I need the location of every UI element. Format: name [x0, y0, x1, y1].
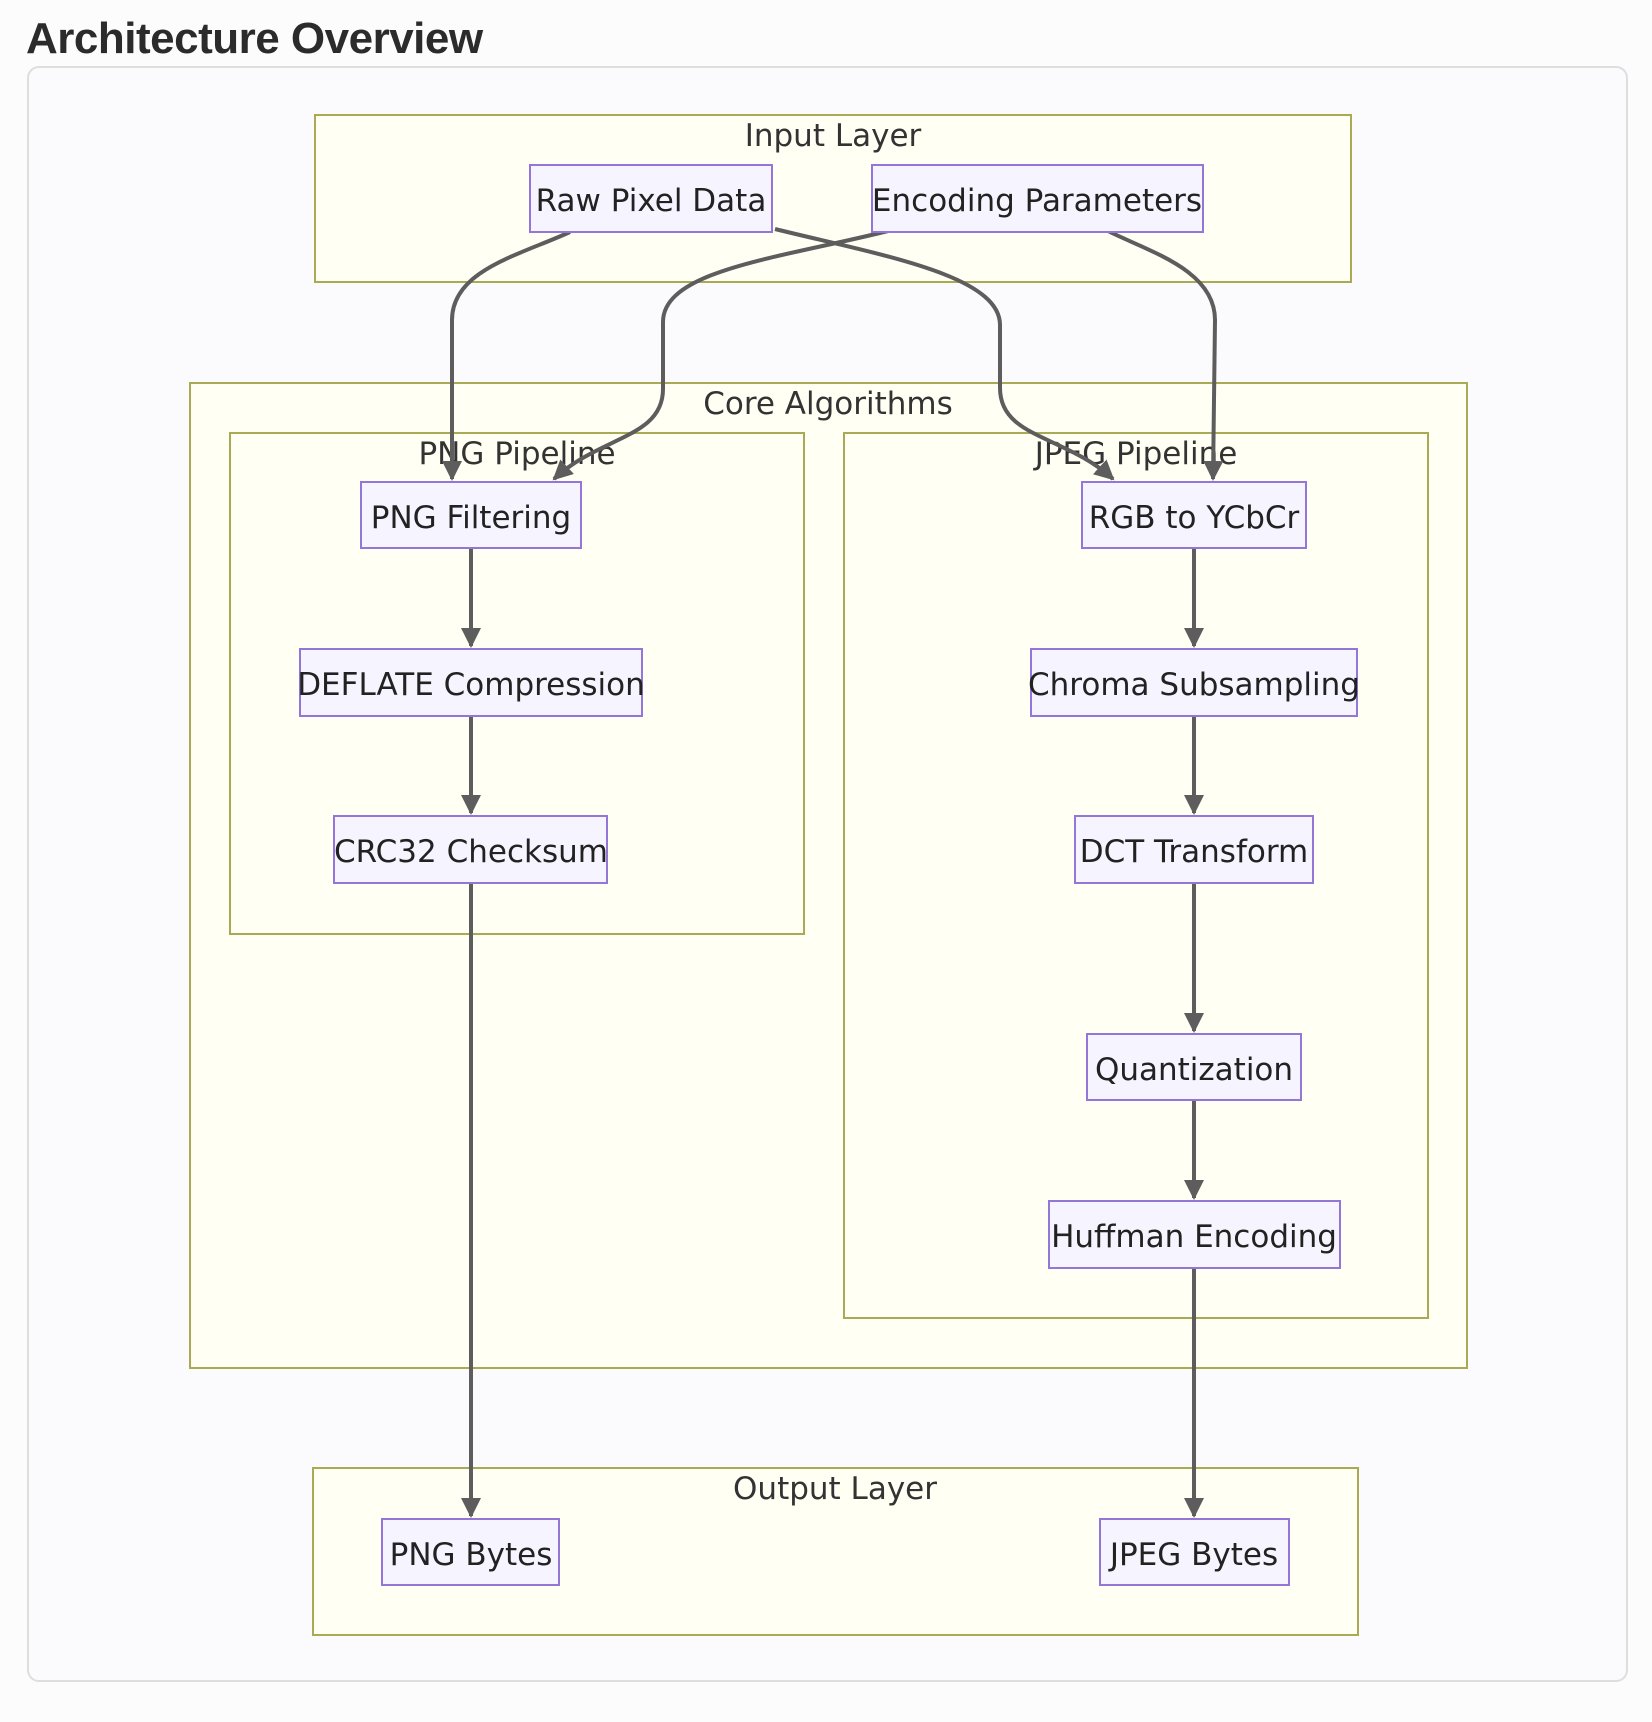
node-label-dct-transform: DCT Transform	[1080, 834, 1309, 870]
edge-encoding-params-to-png-filtering	[552, 229, 889, 481]
node-label-jpeg-bytes: JPEG Bytes	[1108, 1537, 1278, 1573]
node-label-encoding-parameters: Encoding Parameters	[872, 183, 1202, 219]
node-label-quantization: Quantization	[1095, 1052, 1293, 1088]
node-jpeg-bytes: JPEG Bytes	[1099, 1518, 1290, 1586]
node-label-png-filtering: PNG Filtering	[371, 500, 571, 536]
cluster-title-input: Input Layer	[745, 118, 922, 154]
node-chroma-subsampling: Chroma Subsampling	[1028, 648, 1360, 717]
cluster-title-core: Core Algorithms	[703, 386, 953, 422]
edge-raw-pixel-to-png-filtering	[442, 230, 571, 481]
cluster-title-jpeg: JPEG Pipeline	[1033, 436, 1238, 472]
node-encoding-parameters: Encoding Parameters	[871, 164, 1204, 233]
node-quantization: Quantization	[1086, 1033, 1302, 1101]
node-png-filtering: PNG Filtering	[360, 481, 582, 549]
node-rgb-to-ycbcr: RGB to YCbCr	[1081, 481, 1307, 549]
node-label-crc32-checksum: CRC32 Checksum	[334, 834, 608, 870]
node-deflate-compression: DEFLATE Compression	[297, 648, 645, 717]
node-label-deflate-compression: DEFLATE Compression	[297, 667, 645, 703]
node-label-rgb-to-ycbcr: RGB to YCbCr	[1089, 500, 1300, 536]
node-dct-transform: DCT Transform	[1074, 815, 1314, 884]
node-label-huffman-encoding: Huffman Encoding	[1051, 1219, 1337, 1255]
page-title: Architecture Overview	[26, 14, 483, 63]
edge-encoding-params-to-rgb-ycbcr	[1107, 229, 1224, 481]
node-label-raw-pixel-data: Raw Pixel Data	[536, 183, 767, 219]
edges	[442, 227, 1224, 1518]
node-raw-pixel-data: Raw Pixel Data	[529, 164, 773, 233]
node-huffman-encoding: Huffman Encoding	[1048, 1200, 1341, 1269]
node-label-png-bytes: PNG Bytes	[390, 1537, 553, 1573]
node-crc32-checksum: CRC32 Checksum	[333, 815, 608, 884]
cluster-title-output: Output Layer	[733, 1471, 937, 1507]
edge-raw-pixel-to-rgb-ycbcr	[774, 227, 1115, 481]
node-label-chroma-subsampling: Chroma Subsampling	[1028, 667, 1360, 703]
node-png-bytes: PNG Bytes	[381, 1518, 560, 1586]
